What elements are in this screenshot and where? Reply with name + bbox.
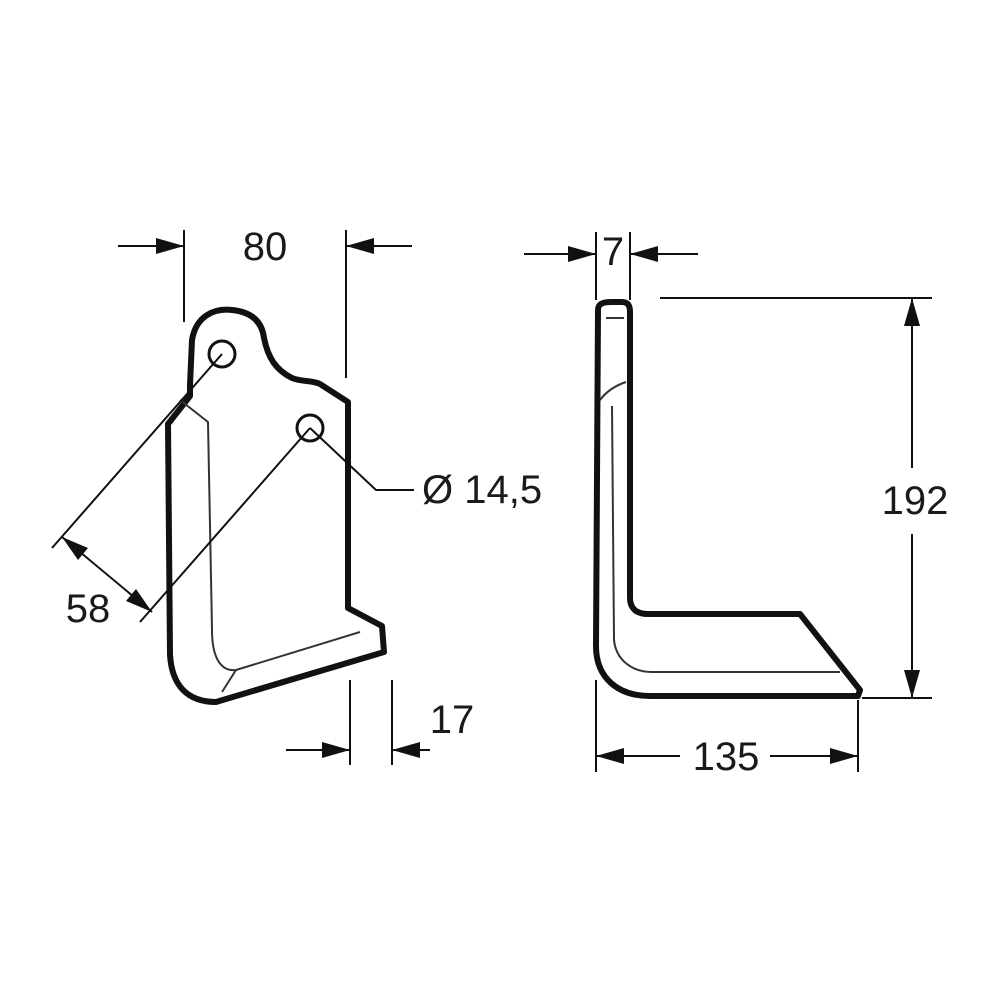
blade-side-edge-line: [599, 381, 627, 401]
blade-side-bend-line: [611, 405, 840, 673]
dimension-height-label: 192: [882, 479, 949, 523]
dimension-width-top-label: 80: [243, 225, 288, 269]
blade-side-view: [593, 299, 863, 699]
dimension-hole-diameter: Ø 14,5: [309, 427, 542, 512]
dimension-thickness-label: 7: [602, 230, 624, 274]
blade-side-outline: [593, 299, 863, 699]
dimension-offset-label: 17: [430, 698, 475, 742]
dimension-hole-diameter-label: Ø 14,5: [422, 468, 542, 512]
blade-front-outline: [165, 306, 387, 705]
dimension-hole-spacing-label: 58: [66, 587, 111, 631]
dimension-thickness: 7: [524, 230, 698, 300]
dimension-hole-spacing: 58: [51, 353, 311, 631]
blade-front-view: [165, 306, 387, 705]
blade-front-inner-edge: [221, 669, 237, 693]
dimension-length: 135: [595, 680, 859, 779]
dimension-length-label: 135: [693, 735, 760, 779]
dimension-height: 192: [660, 297, 949, 699]
dimension-width-top: 80: [118, 225, 412, 378]
dimension-offset: 17: [286, 680, 474, 765]
